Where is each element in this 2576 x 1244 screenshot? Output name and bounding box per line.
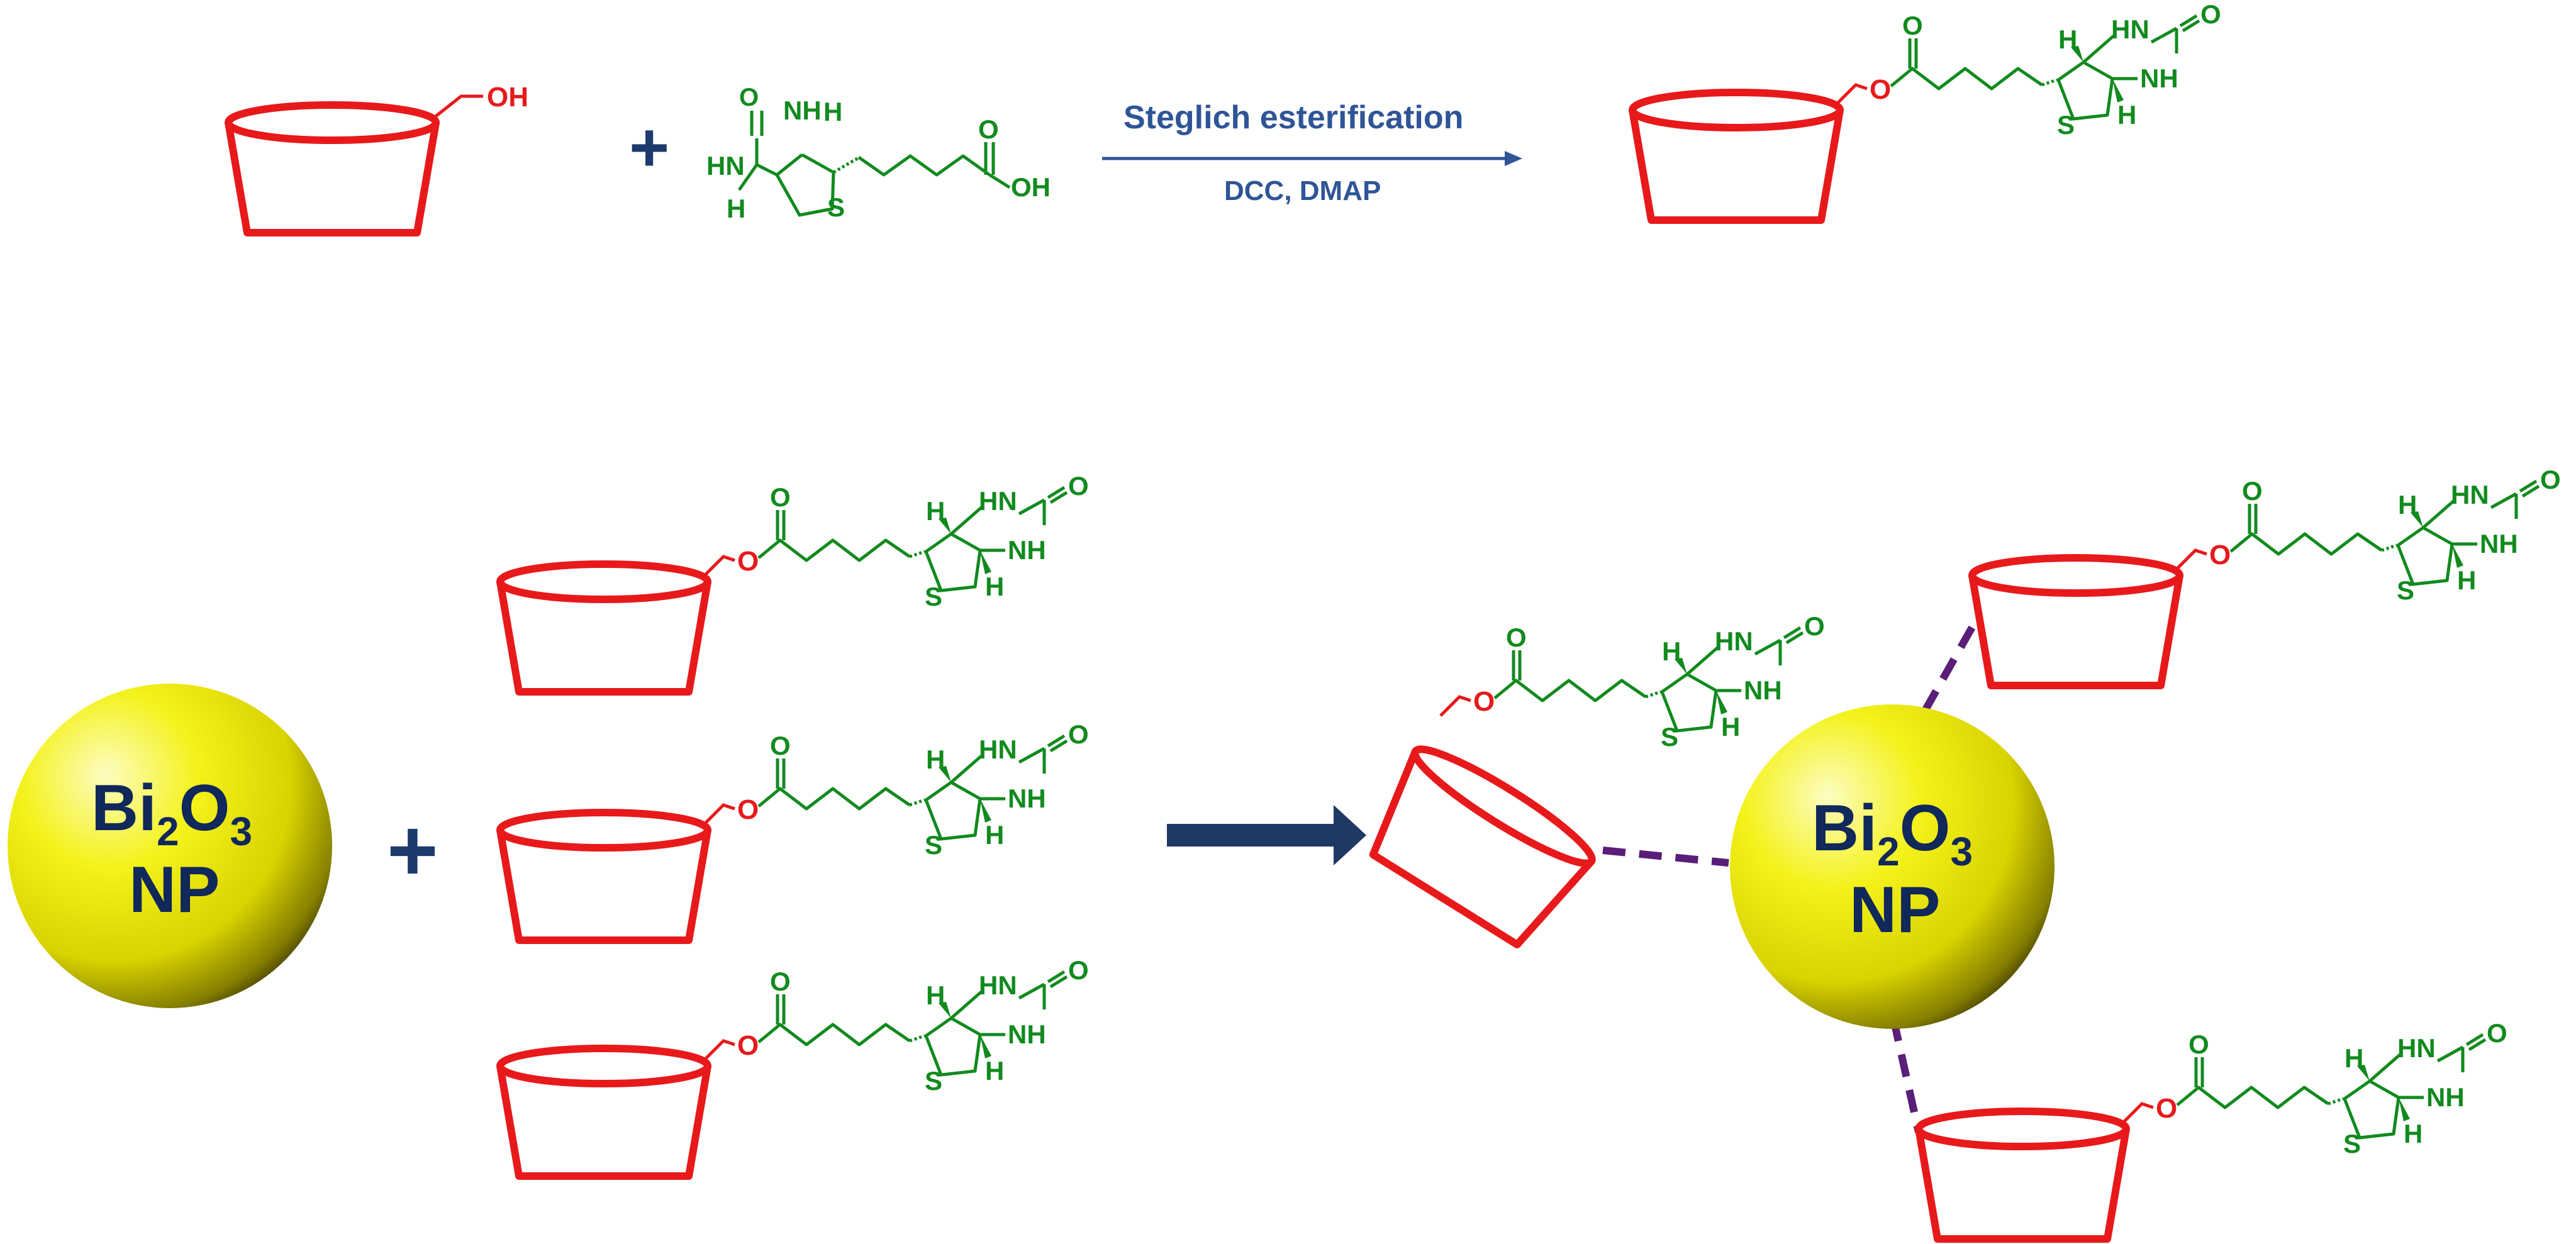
acid-carbonyl-o: O (978, 114, 999, 144)
assembly-arrow (1167, 805, 1366, 865)
cyclodextrin-reactant: OH (228, 82, 528, 233)
acid-hydroxyl-label: OH (1011, 172, 1051, 202)
biotin-amine-left: HN (706, 151, 745, 180)
hydrogen-label: H (727, 194, 745, 223)
sulfur-label: S (827, 192, 845, 222)
bi2o3-nanoparticle-left: Bi2O3 NP (8, 684, 332, 1008)
bi2o3-nanoparticle-right: Bi2O3 NP (1730, 704, 2055, 1029)
cyclodextrin-biotin-product (1632, 0, 2221, 220)
biotin-amine-top: NH (783, 96, 822, 125)
np-formula: Bi2O3 (91, 772, 252, 854)
cd-biotin-2 (500, 719, 1089, 940)
plus-sign: + (629, 109, 669, 186)
hydrogen-label: H (823, 97, 842, 126)
reaction-arrowhead (1505, 151, 1522, 166)
cd-biotin-upper-right (1972, 465, 2561, 686)
linkers (1602, 618, 1980, 1133)
cd-biotin-3 (500, 955, 1089, 1176)
reaction-title: Steglich esterification (1124, 99, 1463, 136)
hydroxyl-label: OH (487, 82, 528, 113)
cd-biotin-1 (500, 471, 1089, 692)
reaction-conditions: DCC, DMAP (1224, 175, 1381, 206)
np-label: NP (1849, 874, 1940, 947)
plus-sign: + (387, 801, 438, 899)
np-label: NP (129, 853, 220, 926)
biotin-reactant: O NH HN H H S O OH (706, 84, 1051, 223)
biotin-carbonyl-o: O (739, 84, 759, 111)
np-formula: Bi2O3 (1812, 792, 1973, 874)
cd-biotin-lower-right (1919, 1018, 2507, 1239)
